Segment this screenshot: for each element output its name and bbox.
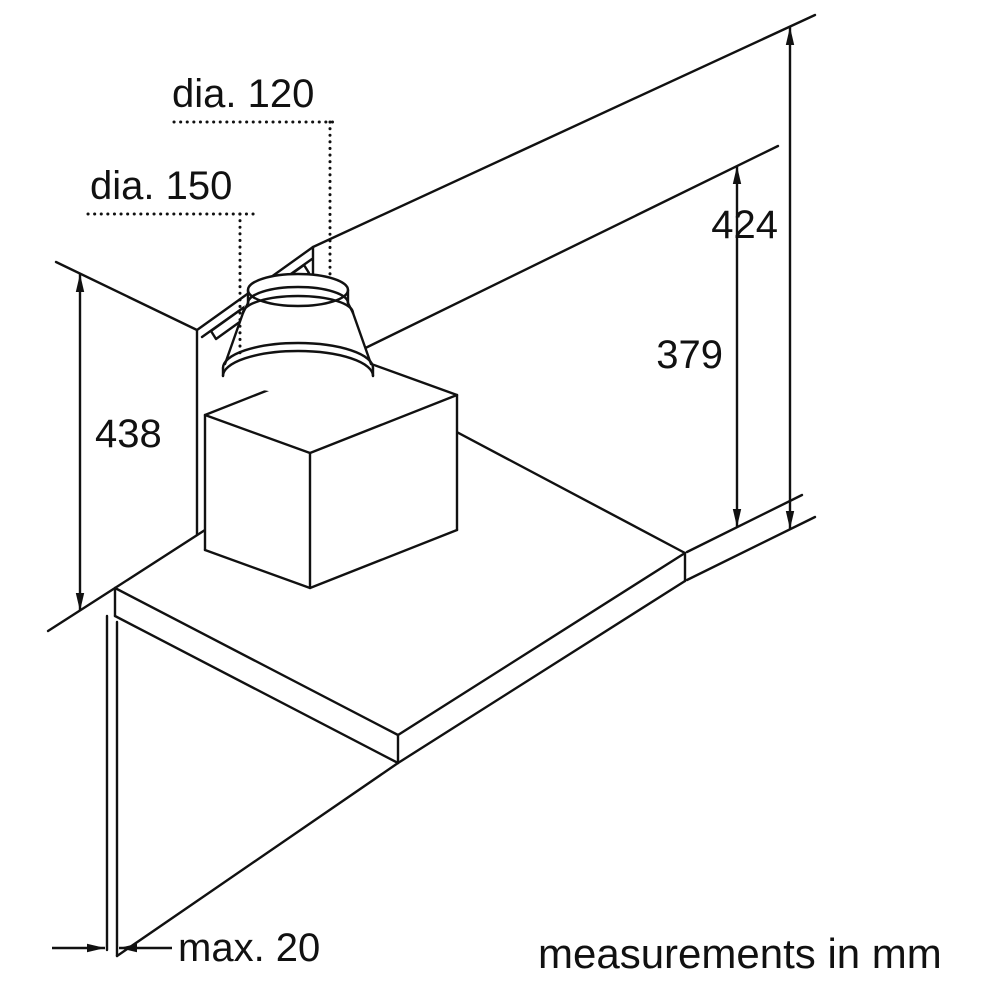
canopy-bottom-left-edge xyxy=(113,614,400,765)
upper-diagonal-line xyxy=(311,13,817,249)
wall-panel xyxy=(105,614,400,958)
ext-line-top-left xyxy=(54,260,199,332)
duct-ring-2 xyxy=(241,294,355,315)
lower-diagonal-line xyxy=(343,144,780,360)
ext-line-bottom-left xyxy=(46,586,117,633)
label-dia-150: dia. 150 xyxy=(90,164,232,208)
hood-body-bottom-edges xyxy=(203,528,459,590)
leader-dia-120: dia. 120 xyxy=(172,72,338,281)
label-dia-120: dia. 120 xyxy=(172,72,314,116)
canopy-bottom-right-edge xyxy=(396,579,687,765)
dim-label-438: 438 xyxy=(95,412,162,456)
ext-line-right-lower xyxy=(685,515,817,582)
dim-height-inner: 379 xyxy=(656,166,742,527)
dim-height-outer: 424 xyxy=(711,27,795,529)
footnote-units: measurements in mm xyxy=(538,930,942,977)
duct-flare-right xyxy=(351,311,373,366)
dim-label-424: 424 xyxy=(711,203,778,247)
ext-line-right-upper xyxy=(685,493,804,554)
dim-label-379: 379 xyxy=(656,333,723,377)
dim-height-left: 438 xyxy=(75,274,162,611)
dim-wall-thickness: max. 20 xyxy=(52,926,320,970)
leader-dia-150: dia. 150 xyxy=(86,164,260,360)
wall-bottom-edge xyxy=(115,761,400,958)
duct-base-bottom xyxy=(221,349,375,378)
canopy-panel xyxy=(113,401,687,765)
duct-base-rim xyxy=(221,341,375,370)
duct-flare-left xyxy=(223,311,245,366)
duct-ring-1 xyxy=(246,285,350,305)
duct-adapter xyxy=(221,272,375,393)
wall-extension-lines xyxy=(311,13,817,360)
dim-label-max20: max. 20 xyxy=(178,926,320,970)
hood-body xyxy=(203,355,459,590)
dimensions: 438 424 379 max. 20 dia. 120 dia. 150 xyxy=(46,27,817,970)
